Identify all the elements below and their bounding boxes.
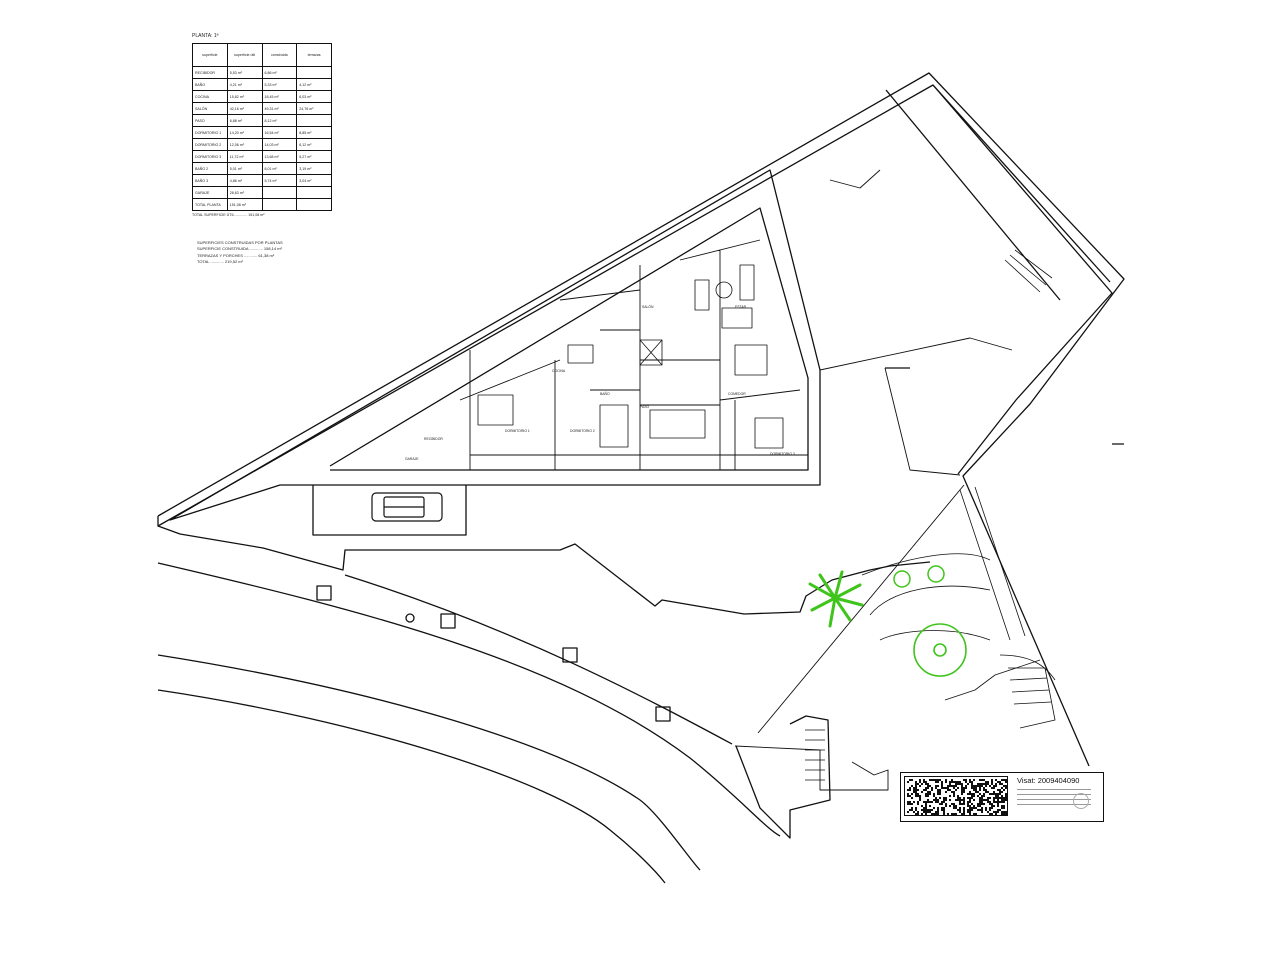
room-label: DORMITORIO 1 <box>505 429 530 433</box>
furniture <box>477 264 784 449</box>
room-label: DORMITORIO 2 <box>570 429 595 433</box>
house-inner-wall <box>329 207 809 471</box>
area-table-cell: TOTAL PLANTA <box>192 198 228 211</box>
road-marker <box>562 647 578 663</box>
road-marker <box>655 706 671 722</box>
room-label: BAÑO <box>600 391 610 396</box>
palm-tree-icon <box>808 570 864 628</box>
summary-line: TOTAL ............ 219,52 m² <box>197 258 243 264</box>
seal-icon <box>1073 793 1089 809</box>
area-table-note: TOTAL SUPERFICIE ÚTIL ............ 151,0… <box>192 213 265 217</box>
terrace-edge <box>885 89 1061 301</box>
north-marker <box>885 367 1124 445</box>
surface-summary: SUPERFICIES CONSTRUIDAS POR PLANTAS SUPE… <box>197 240 327 265</box>
room-label: COMEDOR <box>728 392 746 396</box>
front-wall <box>157 525 931 615</box>
room-label: PASO <box>640 405 650 409</box>
car-icon <box>371 492 443 522</box>
road-edge-outer <box>157 562 781 837</box>
summary-line: SUPERFICIE CONSTRUIDA ............ 158,1… <box>197 246 282 252</box>
room-label: SALÓN <box>642 304 654 309</box>
road-edge-inner <box>157 654 701 871</box>
area-table-header: terrazas <box>296 43 332 67</box>
road-edge-far <box>157 689 666 884</box>
area-table-block: PLANTA: 1ª superficie superficie útil co… <box>192 33 342 217</box>
road-marker <box>316 585 332 601</box>
area-table-header-row: superficie superficie útil construida te… <box>192 43 332 67</box>
lower-building <box>735 715 831 839</box>
area-table-cell <box>296 198 332 211</box>
site-boundary <box>157 72 1125 767</box>
interior-walls <box>459 239 808 470</box>
road-marker <box>440 613 456 629</box>
room-label: ESTAR <box>735 305 747 309</box>
plot-line <box>734 169 1013 791</box>
room-label: GARAJE <box>405 457 419 461</box>
room-label: COCINA <box>552 369 566 373</box>
stamp-fine-print <box>1017 789 1091 809</box>
visat-number: Visat: 2009404090 <box>1017 776 1080 785</box>
east-stair <box>959 249 1056 729</box>
room-label: DORMITORIO 3 <box>770 452 795 456</box>
manhole <box>405 613 415 623</box>
area-table: superficie superficie útil construida te… <box>192 43 332 211</box>
access-stair <box>805 729 825 781</box>
summary-heading: SUPERFICIES CONSTRUIDAS POR PLANTAS <box>197 240 283 245</box>
retaining-wall <box>932 84 1113 475</box>
room-label: RECIBIDOR <box>424 437 443 441</box>
shrub-icon <box>893 565 945 588</box>
tree-icon <box>913 623 967 677</box>
road-edge-near <box>344 574 733 745</box>
barcode-icon <box>904 776 1008 816</box>
garden-terrace <box>861 553 1056 701</box>
summary-line: TERRAZAS Y PORCHES ............ 61,38 m² <box>197 252 275 258</box>
house-outer-wall <box>169 169 821 521</box>
driveway <box>312 485 467 536</box>
area-table-title: PLANTA: 1ª <box>192 33 219 39</box>
room-labels: RECIBIDOR COCINA SALÓN PASO DORMITORIO 1… <box>405 304 795 461</box>
visa-stamp: Visat: 2009404090 <box>900 772 1104 822</box>
area-table-cell: 3,04 m² <box>296 174 332 187</box>
